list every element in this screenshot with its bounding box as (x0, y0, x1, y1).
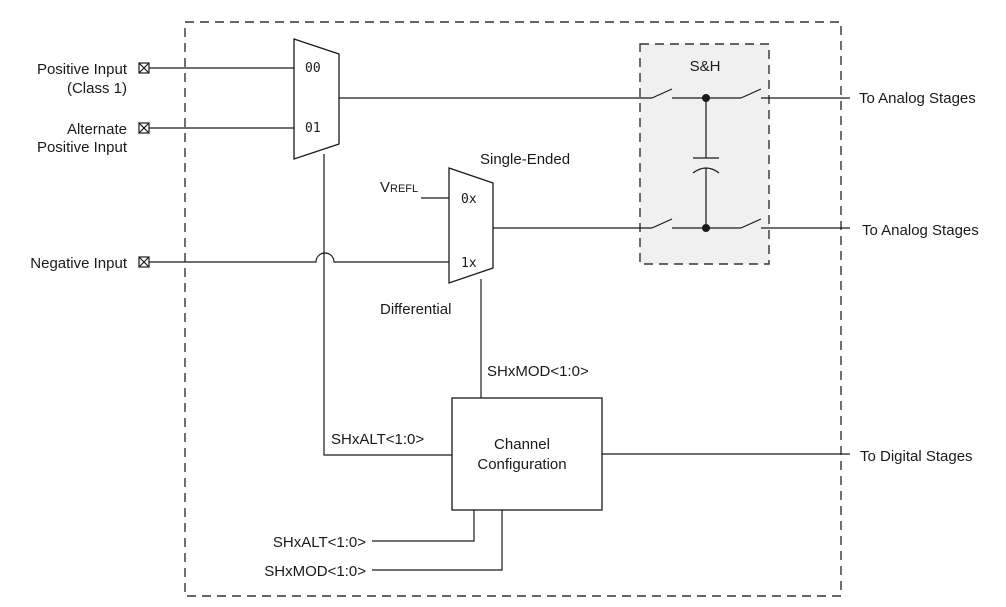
mux1-sel0-label: 00 (305, 61, 321, 76)
alternate-input-pin (138, 122, 150, 134)
alternate-input-label-2: Positive Input (37, 139, 128, 156)
mux-input-mode (448, 167, 494, 284)
sample-hold-label: S&H (690, 58, 721, 75)
channel-config-line1: Channel (494, 436, 550, 453)
wire-shxalt-select (323, 154, 452, 456)
sh-switch-top-left (651, 88, 673, 99)
output-analog-1-label: To Analog Stages (859, 90, 976, 107)
output-analog-2-label: To Analog Stages (862, 222, 979, 239)
positive-input-class-label: (Class 1) (67, 80, 127, 97)
shxmod-top-label: SHxMOD<1:0> (487, 363, 589, 380)
mux2-sel1-label: 1x (461, 256, 477, 271)
shxalt-left-label: SHxALT<1:0> (331, 431, 424, 448)
differential-label: Differential (380, 301, 451, 318)
channel-config-line2: Configuration (477, 456, 566, 473)
node-dot-bottom (702, 224, 710, 232)
positive-input-label: Positive Input (37, 61, 128, 78)
sh-switch-bottom-right (740, 218, 762, 229)
shxalt-bottom-label: SHxALT<1:0> (273, 534, 366, 551)
vref-label: VREFL (380, 179, 418, 196)
mux1-sel1-label: 01 (305, 121, 321, 136)
positive-input-pin (138, 62, 150, 74)
channel-configuration-block (451, 397, 603, 511)
node-dot-top (702, 94, 710, 102)
wire-shxmod-input (372, 510, 503, 571)
output-digital-label: To Digital Stages (860, 448, 973, 465)
sh-switch-top-right (740, 88, 762, 99)
shxmod-bottom-label: SHxMOD<1:0> (264, 563, 366, 580)
wire-negative-input (149, 252, 449, 263)
mux2-sel0-label: 0x (461, 192, 477, 207)
alternate-input-label: Alternate (67, 121, 127, 138)
negative-input-pin (138, 256, 150, 268)
mux-positive-select (293, 38, 340, 160)
negative-input-label: Negative Input (30, 255, 128, 272)
sh-switch-bottom-left (651, 218, 673, 229)
mux2-title: Single-Ended (480, 151, 570, 168)
wire-shxalt-input (372, 510, 475, 542)
